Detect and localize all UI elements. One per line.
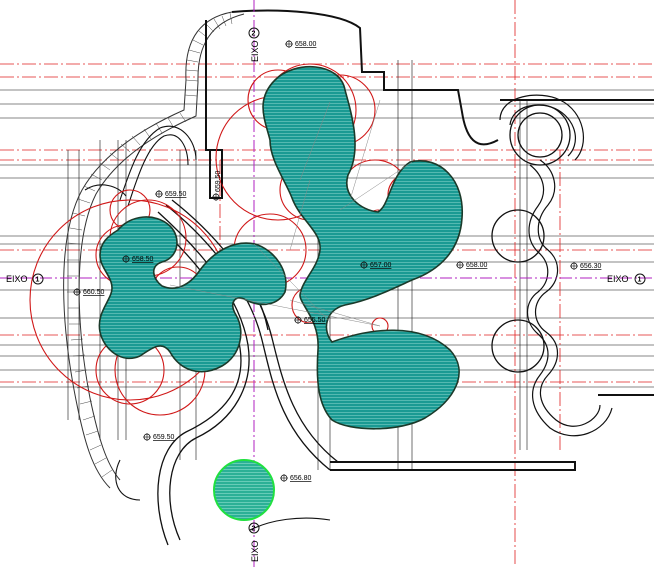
- svg-text:658.00: 658.00: [295, 41, 317, 48]
- elevation-marker: 658.50: [122, 255, 154, 263]
- svg-text:656.80: 656.80: [290, 475, 312, 482]
- elevation-marker: 659.50: [143, 433, 175, 441]
- elevation-marker: 659.50: [155, 190, 187, 198]
- secondary-pond: [98, 216, 287, 373]
- elevation-marker: 659.50: [212, 170, 222, 201]
- axis-marker-horizontal: EIXO 1 EIXO 1: [6, 273, 646, 285]
- svg-text:EIXO: EIXO: [607, 274, 629, 284]
- svg-text:658.00: 658.00: [466, 262, 488, 269]
- elevation-marker: 658.00: [285, 40, 317, 48]
- svg-text:1: 1: [638, 277, 642, 284]
- elevation-marker: 656.30: [570, 262, 602, 270]
- svg-text:1: 1: [36, 277, 40, 284]
- elevation-marker: 660.50: [73, 288, 105, 296]
- axis-marker-vertical: 2 EIXO 2 EIXO: [248, 27, 260, 562]
- boundary-ticks: [67, 12, 233, 478]
- main-pond: [262, 65, 463, 430]
- elevation-marker: 656.80: [280, 474, 312, 482]
- elevation-marker: 658.00: [456, 261, 488, 269]
- svg-text:658.50: 658.50: [132, 256, 154, 263]
- svg-text:659.50: 659.50: [153, 434, 175, 441]
- right-circles: [491, 104, 571, 373]
- svg-text:656.30: 656.30: [580, 263, 602, 270]
- svg-text:659.50: 659.50: [165, 191, 187, 198]
- svg-text:659.50: 659.50: [215, 170, 222, 192]
- construction-lines: [169, 99, 413, 327]
- elevation-markers: 658.00 659.50 659.50 658.50 660.50: [73, 40, 602, 482]
- svg-text:EIXO: EIXO: [250, 40, 260, 62]
- elevation-marker: 655.50: [294, 316, 326, 324]
- elevation-marker: 657.00: [360, 261, 392, 269]
- small-lawn-circle: [213, 459, 275, 521]
- wall-outlines: [205, 9, 654, 471]
- curved-path-right: [499, 94, 613, 437]
- svg-text:EIXO: EIXO: [250, 540, 260, 562]
- svg-text:657.00: 657.00: [370, 262, 392, 269]
- svg-text:655.50: 655.50: [304, 317, 326, 324]
- svg-text:2: 2: [252, 31, 256, 38]
- svg-text:EIXO: EIXO: [6, 274, 28, 284]
- svg-text:660.50: 660.50: [83, 289, 105, 296]
- svg-text:2: 2: [252, 526, 256, 533]
- curved-path-upper-left: [84, 125, 331, 531]
